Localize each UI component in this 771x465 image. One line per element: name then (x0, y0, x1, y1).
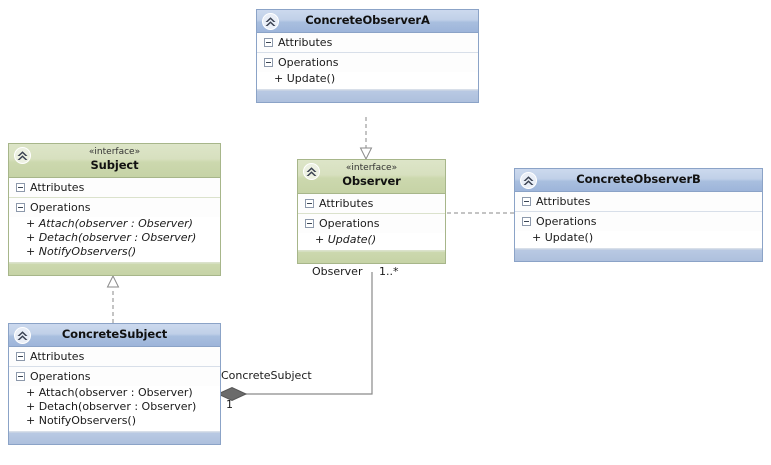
class-name-subject: Subject (90, 158, 139, 172)
attributes-compartment-concreteobserverb: Attributes (515, 192, 762, 212)
association-role-concretesubject: ConcreteSubject (221, 369, 312, 382)
minus-box-icon[interactable] (305, 219, 314, 228)
minus-box-icon[interactable] (16, 183, 25, 192)
association-multiplicity-concretesubject: 1 (226, 398, 233, 411)
chevron-up-icon (303, 163, 320, 180)
minus-box-icon[interactable] (16, 372, 25, 381)
class-header-subject: «interface» Subject (9, 144, 220, 178)
operation-item: + NotifyObservers() (26, 414, 137, 427)
minus-box-icon[interactable] (16, 352, 25, 361)
attributes-compartment-concretesubject: Attributes (9, 347, 220, 367)
operation-item: + Update() (315, 233, 377, 246)
attributes-toggle-concreteobserverb[interactable]: Attributes (515, 192, 762, 211)
operations-compartment-subject: Operations + Attach(observer : Observer)… (9, 198, 220, 263)
operations-label: Operations (319, 217, 380, 230)
operations-list-concreteobservera: + Update() (257, 72, 478, 89)
operations-toggle-concretesubject[interactable]: Operations (9, 367, 220, 386)
attributes-compartment-concreteobservera: Attributes (257, 33, 478, 53)
class-stereotype-observer: «interface» (345, 163, 398, 173)
operations-toggle-subject[interactable]: Operations (9, 198, 220, 217)
class-header-concretesubject: ConcreteSubject (9, 324, 220, 347)
operations-label: Operations (278, 56, 339, 69)
chevron-up-icon (520, 172, 537, 189)
operation-item: + Detach(observer : Observer) (26, 231, 197, 244)
minus-box-icon[interactable] (264, 38, 273, 47)
class-header-observer: «interface» Observer (298, 160, 445, 194)
attributes-toggle-observer[interactable]: Attributes (298, 194, 445, 213)
association-multiplicity-observer: 1..* (379, 265, 399, 278)
attributes-label: Attributes (319, 197, 374, 210)
class-footer-concreteobservera (257, 90, 478, 102)
operation-item: + Update() (532, 231, 594, 244)
class-box-concreteobserverb[interactable]: ConcreteObserverB Attributes Operations … (514, 168, 763, 262)
attributes-label: Attributes (278, 36, 333, 49)
operation-item: + NotifyObservers() (26, 245, 137, 258)
minus-box-icon[interactable] (522, 217, 531, 226)
operations-list-observer: + Update() (298, 233, 445, 250)
class-box-subject[interactable]: «interface» Subject Attributes Operation… (8, 143, 221, 276)
chevron-up-icon (14, 327, 31, 344)
minus-box-icon[interactable] (522, 197, 531, 206)
attributes-toggle-subject[interactable]: Attributes (9, 178, 220, 197)
class-footer-concreteobserverb (515, 249, 762, 261)
operation-item: + Update() (274, 72, 336, 85)
class-box-observer[interactable]: «interface» Observer Attributes Operatio… (297, 159, 446, 264)
operations-list-subject: + Attach(observer : Observer) + Detach(o… (9, 217, 220, 262)
minus-box-icon[interactable] (264, 58, 273, 67)
class-footer-concretesubject (9, 432, 220, 444)
operation-item: + Attach(observer : Observer) (26, 217, 193, 230)
class-box-concreteobservera[interactable]: ConcreteObserverA Attributes Operations … (256, 9, 479, 103)
attributes-label: Attributes (30, 350, 85, 363)
class-footer-observer (298, 251, 445, 263)
class-name-observer: Observer (342, 174, 401, 188)
attributes-compartment-observer: Attributes (298, 194, 445, 214)
operations-label: Operations (30, 370, 91, 383)
operations-compartment-concretesubject: Operations + Attach(observer : Observer)… (9, 367, 220, 432)
operations-compartment-concreteobservera: Operations + Update() (257, 53, 478, 90)
chevron-up-icon (262, 13, 279, 30)
operations-label: Operations (30, 201, 91, 214)
operations-toggle-concreteobserverb[interactable]: Operations (515, 212, 762, 231)
edge-concretesubject-to-subject (106, 274, 120, 323)
class-stereotype-subject: «interface» (88, 147, 141, 157)
operations-toggle-concreteobservera[interactable]: Operations (257, 53, 478, 72)
operations-label: Operations (536, 215, 597, 228)
attributes-label: Attributes (30, 181, 85, 194)
edge-concreteobservera-to-observer (359, 117, 373, 161)
attributes-toggle-concreteobservera[interactable]: Attributes (257, 33, 478, 52)
association-role-observer: Observer (312, 265, 363, 278)
chevron-up-icon (14, 147, 31, 164)
operations-toggle-observer[interactable]: Operations (298, 214, 445, 233)
operation-item: + Detach(observer : Observer) (26, 400, 197, 413)
minus-box-icon[interactable] (305, 199, 314, 208)
class-name-concretesubject: ConcreteSubject (61, 327, 168, 341)
operations-compartment-concreteobserverb: Operations + Update() (515, 212, 762, 249)
operations-compartment-observer: Operations + Update() (298, 214, 445, 251)
attributes-toggle-concretesubject[interactable]: Attributes (9, 347, 220, 366)
class-header-concreteobserverb: ConcreteObserverB (515, 169, 762, 192)
operations-list-concretesubject: + Attach(observer : Observer) + Detach(o… (9, 386, 220, 431)
class-header-concreteobservera: ConcreteObserverA (257, 10, 478, 33)
minus-box-icon[interactable] (16, 203, 25, 212)
attributes-label: Attributes (536, 195, 591, 208)
operations-list-concreteobserverb: + Update() (515, 231, 762, 248)
operation-item: + Attach(observer : Observer) (26, 386, 193, 399)
class-box-concretesubject[interactable]: ConcreteSubject Attributes Operations + … (8, 323, 221, 445)
class-name-concreteobserverb: ConcreteObserverB (576, 172, 701, 186)
attributes-compartment-subject: Attributes (9, 178, 220, 198)
class-footer-subject (9, 263, 220, 275)
class-name-concreteobservera: ConcreteObserverA (305, 13, 430, 27)
